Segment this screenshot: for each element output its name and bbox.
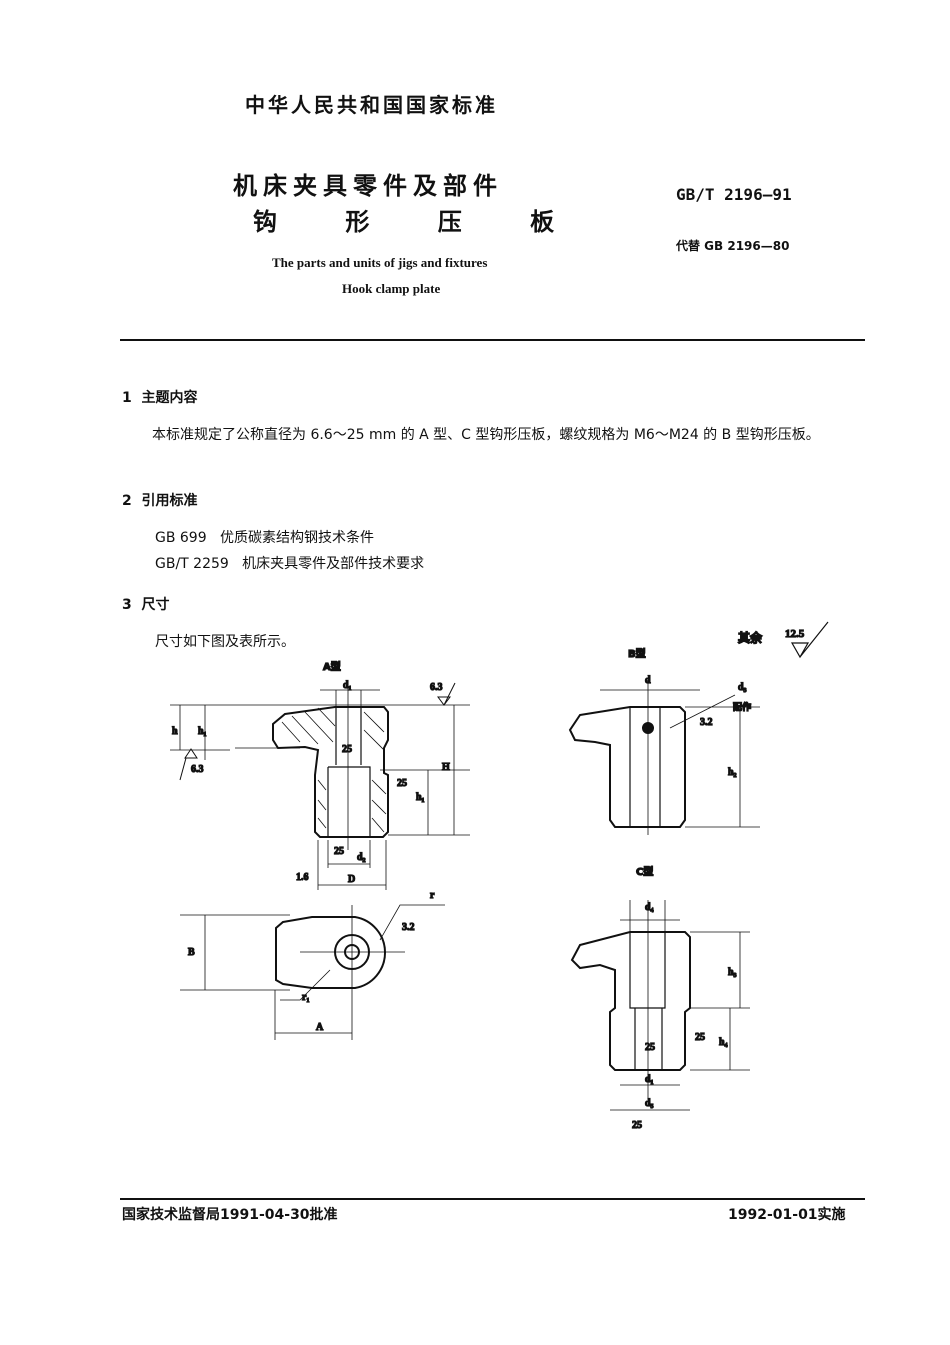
type-c-section-view — [570, 931, 691, 1071]
section-3-heading: 3 尺寸 — [122, 594, 170, 614]
type-a-plan-view — [275, 916, 386, 989]
footer-rule — [120, 1198, 865, 1200]
reference-item: GB/T 2259 机床夹具零件及部件技术要求 — [155, 553, 424, 573]
section-number: 2 — [122, 493, 132, 509]
header-rule — [120, 339, 865, 341]
section-1-body: 本标准规定了公称直径为 6.6～25 mm 的 A 型、C 型钩形压板，螺纹规格… — [152, 427, 820, 443]
dim-D: D — [348, 874, 355, 885]
type-a-label: A型 — [323, 660, 341, 673]
dim-h2: h₂ — [728, 767, 737, 778]
section-title: 主题内容 — [141, 390, 198, 406]
roughness-bore: 25 — [342, 744, 352, 755]
match-drill-note: 配作 — [733, 701, 751, 713]
rest-roughness-value: 12.5 — [785, 628, 805, 640]
section-title: 尺寸 — [141, 597, 170, 613]
roughness-top: 6.3 — [430, 682, 443, 693]
dim-d: d — [645, 675, 651, 686]
rest-roughness-label: 其余 — [738, 630, 763, 645]
dim-d2: d₂ — [357, 852, 366, 863]
type-a-section-view — [272, 706, 389, 838]
replaces-standard: 代替 GB 2196—80 — [676, 239, 790, 253]
reference-name: 机床夹具零件及部件技术要求 — [242, 556, 425, 572]
type-b-section-view — [568, 706, 686, 828]
dim-A: A — [316, 1022, 324, 1033]
reference-name: 优质碳素结构钢技术条件 — [219, 530, 374, 546]
roughness-25-c2: 25 — [645, 1042, 655, 1053]
standard-number: GB/T 2196—91 — [676, 185, 792, 204]
section-3-body: 尺寸如下图及表所示。 — [155, 634, 295, 650]
roughness-25-c: 25 — [695, 1032, 705, 1043]
dim-d1: d₁ — [343, 680, 352, 691]
title-line1: 机床夹具零件及部件 — [233, 172, 503, 200]
section-title: 引用标准 — [141, 493, 198, 509]
section-1-heading: 1 主题内容 — [122, 387, 198, 407]
reference-code: GB 699 — [155, 530, 207, 546]
national-standard-heading: 中华人民共和国国家标准 — [245, 93, 498, 117]
roughness-symbol-icon — [437, 682, 456, 706]
dim-r: r — [430, 890, 435, 901]
hatching — [281, 707, 387, 833]
dim-B: B — [188, 947, 195, 958]
dim-H: H — [442, 762, 450, 773]
dim-d4: d₄ — [645, 902, 654, 913]
reference-code: GB/T 2259 — [155, 556, 229, 572]
dim-h: h — [172, 726, 178, 737]
roughness-counterbore: 25 — [397, 778, 407, 789]
effective-date: 1992-01-01实施 — [728, 1207, 846, 1223]
dim-d3: d₃ — [738, 682, 747, 693]
roughness-1-6: 1.6 — [296, 872, 309, 883]
section-2-heading: 2 引用标准 — [122, 490, 198, 510]
roughness-symbol-icon — [790, 621, 829, 659]
english-title: The parts and units of jigs and fixtures — [272, 255, 488, 270]
dim-h1: h₁ — [198, 726, 207, 737]
dim-h4: h₄ — [719, 1037, 728, 1048]
dim-d1-c: d₁ — [645, 1074, 654, 1085]
approval-date: 国家技术监督局1991-04-30批准 — [122, 1207, 338, 1223]
roughness-bottom: 25 — [334, 846, 344, 857]
dim-r1: r₁ — [302, 992, 309, 1003]
type-c-label: C型 — [636, 865, 653, 878]
title-line2: 钩 形 压 板 — [253, 208, 585, 236]
section-number: 1 — [122, 390, 132, 406]
roughness-3-2-b: 3.2 — [700, 717, 713, 728]
dim-h3: h₃ — [728, 967, 737, 978]
roughness-symbol-icon — [179, 748, 198, 781]
roughness-25-c3: 25 — [632, 1120, 642, 1131]
roughness-left: 6.3 — [191, 764, 204, 775]
dim-d5: d₅ — [645, 1098, 654, 1109]
section-number: 3 — [122, 597, 132, 613]
type-b-label: B型 — [628, 647, 646, 660]
english-subtitle: Hook clamp plate — [342, 281, 441, 296]
reference-item: GB 699 优质碳素结构钢技术条件 — [155, 527, 374, 547]
dim-h1-lower: h₁ — [416, 792, 425, 803]
roughness-3-2: 3.2 — [402, 922, 415, 933]
